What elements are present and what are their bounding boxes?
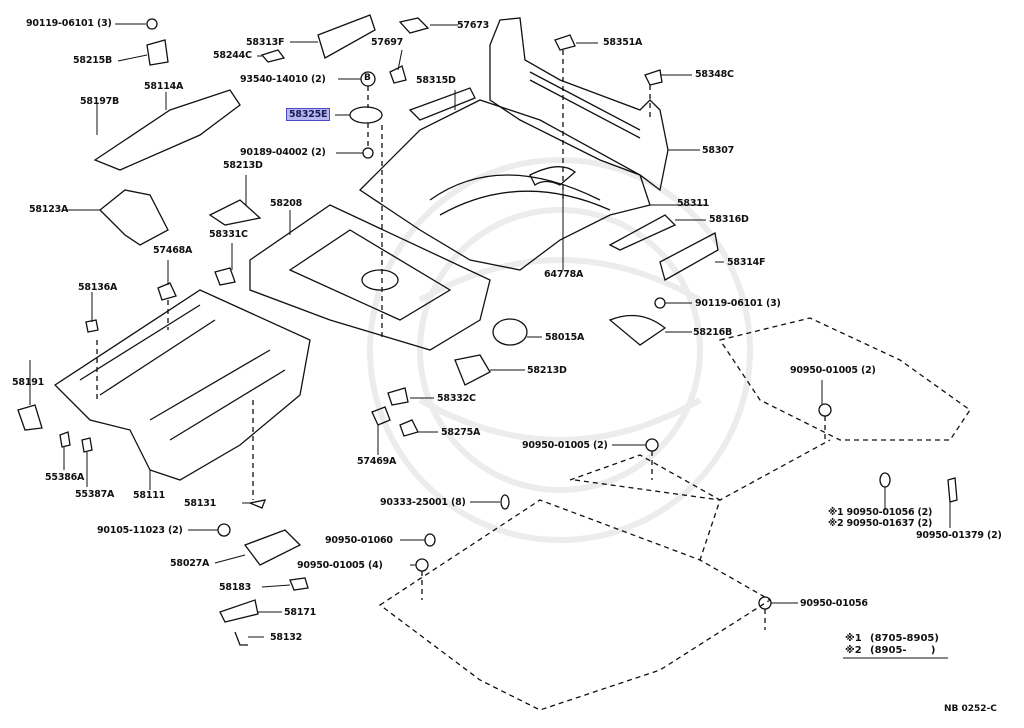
bolt-symbol-b: B xyxy=(364,73,371,83)
floor-carpet-dashed xyxy=(378,317,971,711)
part-label-90950-01056[interactable]: 90950-01056 xyxy=(800,598,868,609)
part-58111-front-floor[interactable] xyxy=(53,289,311,481)
part-label-90950-01005-top[interactable]: 90950-01005 (2) xyxy=(790,365,876,376)
note-1-range: (8705-8905) xyxy=(870,633,939,644)
part-label-90189-04002[interactable]: 90189-04002 (2) xyxy=(240,147,326,158)
diagram-reference-code: NB 0252-C xyxy=(944,704,997,714)
part-label-55386a[interactable]: 55386A xyxy=(45,472,85,483)
part-label-58311[interactable]: 58311 xyxy=(677,198,710,209)
part-label-58315d[interactable]: 58315D xyxy=(416,75,456,86)
part-label-58114a[interactable]: 58114A xyxy=(144,81,184,92)
part-label-58015a[interactable]: 58015A xyxy=(545,332,585,343)
part-58311-rear-floor[interactable] xyxy=(358,99,651,271)
part-label-90119-06101-right[interactable]: 90119-06101 (3) xyxy=(695,298,781,309)
part-label-90950-01637-note2[interactable]: ※2 90950-01637 (2) xyxy=(828,518,933,529)
part-label-58136a[interactable]: 58136A xyxy=(78,282,118,293)
part-label-58027a[interactable]: 58027A xyxy=(170,558,210,569)
part-label-58132[interactable]: 58132 xyxy=(270,632,303,643)
part-label-58331c[interactable]: 58331C xyxy=(209,229,248,240)
part-label-58332c[interactable]: 58332C xyxy=(437,393,476,404)
part-label-90950-01005-left[interactable]: 90950-01005 (4) xyxy=(297,560,383,571)
part-label-90950-01060[interactable]: 90950-01060 xyxy=(325,535,393,546)
part-label-90950-01005-mid[interactable]: 90950-01005 (2) xyxy=(522,440,608,451)
part-58114a-rail[interactable] xyxy=(93,89,241,171)
part-label-58275a[interactable]: 58275A xyxy=(441,427,481,438)
part-label-58208[interactable]: 58208 xyxy=(270,198,303,209)
part-label-58213d-lower[interactable]: 58213D xyxy=(527,365,567,376)
part-label-90105-11023[interactable]: 90105-11023 (2) xyxy=(97,525,183,536)
part-label-90333-25001[interactable]: 90333-25001 (8) xyxy=(380,497,466,508)
part-58208-center-floor[interactable] xyxy=(249,204,491,351)
part-label-58348c[interactable]: 58348C xyxy=(695,69,734,80)
part-label-58325e-highlighted[interactable]: 58325E xyxy=(286,108,331,121)
watermark xyxy=(367,157,753,543)
part-label-58314f[interactable]: 58314F xyxy=(727,257,766,268)
part-label-58215b[interactable]: 58215B xyxy=(73,55,113,66)
part-label-58197b[interactable]: 58197B xyxy=(80,96,120,107)
part-label-58213d-upper[interactable]: 58213D xyxy=(223,160,263,171)
note-2-mark: ※2 xyxy=(845,645,862,656)
part-label-58351a[interactable]: 58351A xyxy=(603,37,643,48)
part-label-58123a[interactable]: 58123A xyxy=(29,204,69,215)
part-label-58171[interactable]: 58171 xyxy=(284,607,317,618)
part-label-58316d[interactable]: 58316D xyxy=(709,214,749,225)
part-label-58183[interactable]: 58183 xyxy=(219,582,252,593)
small-parts xyxy=(17,14,958,646)
part-label-90950-01056-note1[interactable]: ※1 90950-01056 (2) xyxy=(828,507,933,518)
part-label-57673[interactable]: 57673 xyxy=(457,20,490,31)
dashed-locators xyxy=(96,50,826,630)
part-label-57697[interactable]: 57697 xyxy=(371,37,404,48)
note-2-range: (8905- ) xyxy=(870,645,936,656)
note-1-mark: ※1 xyxy=(845,633,862,644)
part-label-58307[interactable]: 58307 xyxy=(702,145,735,156)
part-label-58313f[interactable]: 58313F xyxy=(246,37,285,48)
part-label-90119-06101[interactable]: 90119-06101 (3) xyxy=(26,18,112,29)
part-label-58131[interactable]: 58131 xyxy=(184,498,217,509)
part-label-57468a[interactable]: 57468A xyxy=(153,245,193,256)
part-label-58111[interactable]: 58111 xyxy=(133,490,166,501)
part-label-58191[interactable]: 58191 xyxy=(12,377,45,388)
part-58123a-bracket[interactable] xyxy=(99,189,169,246)
part-label-90950-01379[interactable]: 90950-01379 (2) xyxy=(916,530,1002,541)
part-label-55387a[interactable]: 55387A xyxy=(75,489,115,500)
part-58307-back-panel[interactable] xyxy=(489,17,669,192)
part-label-57469a[interactable]: 57469A xyxy=(357,456,397,467)
leader-lines xyxy=(29,23,951,638)
part-label-58244c[interactable]: 58244C xyxy=(213,50,252,61)
part-label-58216b[interactable]: 58216B xyxy=(693,327,733,338)
part-label-93540-14010[interactable]: 93540-14010 (2) xyxy=(240,74,326,85)
part-label-64778a[interactable]: 64778A xyxy=(544,269,584,280)
